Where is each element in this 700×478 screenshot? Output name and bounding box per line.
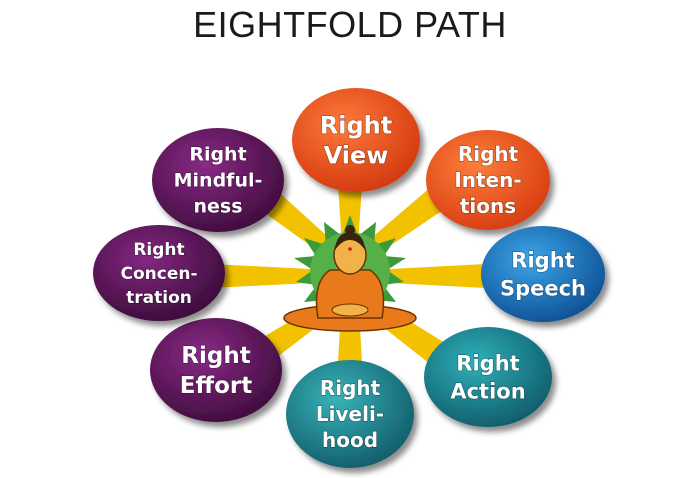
node-mindfulness-label-line: Right bbox=[189, 144, 246, 166]
buddha-hands bbox=[331, 303, 369, 317]
node-livelihood-label-line: hood bbox=[322, 428, 378, 452]
node-livelihood-label-line: Liveli- bbox=[316, 402, 384, 426]
buddha-hair bbox=[335, 232, 365, 250]
node-view-circle bbox=[292, 88, 420, 192]
page-title: EIGHTFOLD PATH bbox=[193, 4, 507, 45]
node-speech-circle bbox=[481, 226, 605, 322]
node-effort-label-line: Effort bbox=[180, 373, 252, 399]
node-speech-label-line: Right bbox=[511, 248, 574, 272]
node-concentration-circle bbox=[93, 225, 225, 321]
node-concentration-label-line: Right bbox=[133, 240, 184, 260]
node-effort-circle bbox=[150, 318, 282, 422]
node-view-label-line: Right bbox=[320, 111, 392, 139]
ray-concentration bbox=[212, 264, 310, 288]
node-concentration-label-line: tration bbox=[126, 288, 192, 308]
node-mindfulness-label-line: Mindful- bbox=[174, 170, 263, 192]
node-intentions-circle bbox=[426, 130, 550, 230]
node-intentions-label-line: tions bbox=[460, 194, 516, 218]
node-livelihood-label-line: Right bbox=[320, 376, 381, 400]
node-intentions-label-line: Right bbox=[458, 142, 519, 166]
node-effort-label-line: Right bbox=[181, 343, 250, 369]
node-view-label-line: View bbox=[324, 141, 389, 169]
node-action-label-line: Action bbox=[450, 379, 525, 403]
node-mindfulness-label-line: ness bbox=[193, 196, 242, 218]
node-action-circle bbox=[424, 327, 552, 427]
ray-intentions bbox=[362, 186, 452, 258]
node-concentration-label-line: Concen- bbox=[120, 264, 197, 284]
ray-speech bbox=[390, 264, 486, 288]
node-intentions-label-line: Inten- bbox=[454, 168, 521, 192]
buddha-figure bbox=[283, 215, 417, 332]
node-livelihood-circle bbox=[286, 360, 414, 468]
node-action-label-line: Right bbox=[456, 351, 519, 375]
buddha-urna bbox=[348, 247, 352, 251]
node-speech-label-line: Speech bbox=[500, 276, 586, 300]
buddha-body bbox=[315, 269, 385, 319]
node-mindfulness-circle bbox=[152, 128, 284, 232]
buddha-ushnisha bbox=[345, 225, 355, 235]
